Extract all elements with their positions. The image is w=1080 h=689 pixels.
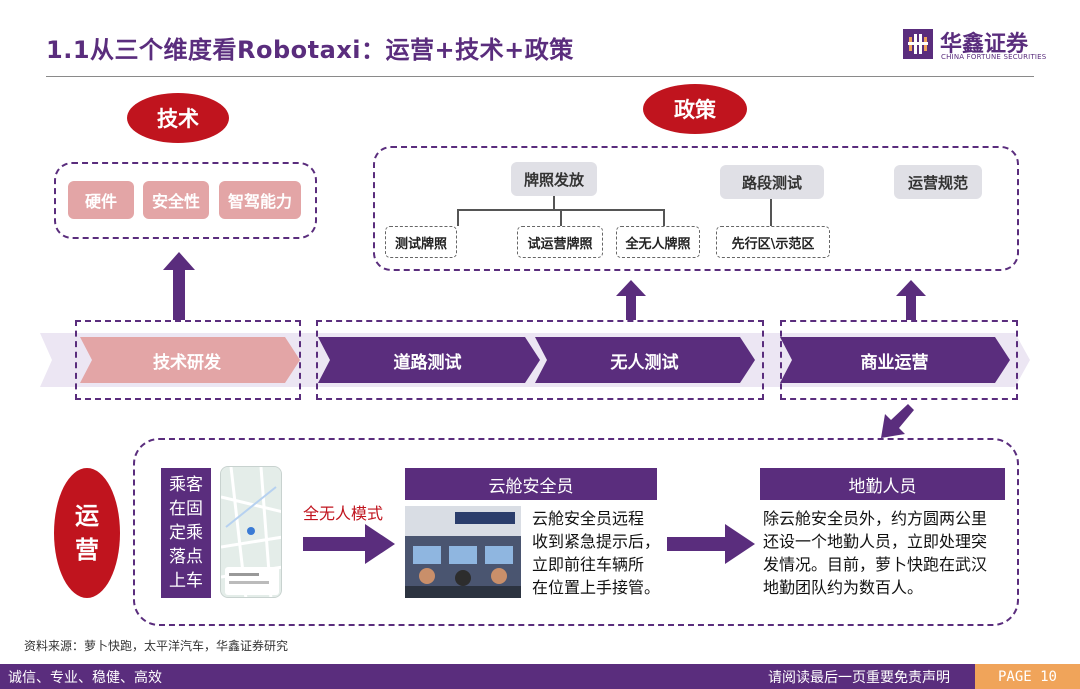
tree-connector xyxy=(663,209,665,226)
stage-driverless-test: 无人测试 xyxy=(610,352,679,373)
safety-officer-text: 云舱安全员远程 收到紧急提示后， 立即前往车辆所 在位置上手接管。 xyxy=(532,507,660,599)
tree-connector xyxy=(560,209,562,226)
operation-label-1: 运 xyxy=(75,502,99,530)
arrow-up-icon xyxy=(896,280,926,320)
policy-item-driverless-license: 全无人牌照 xyxy=(616,226,700,258)
tree-connector xyxy=(457,209,459,226)
policy-oval: 政策 xyxy=(643,84,747,134)
ground-staff-line: 发情况。目前，萝卜快跑在武汉 xyxy=(763,555,988,574)
stage-road-test: 道路测试 xyxy=(393,352,462,373)
ground-staff-line: 地勤团队约为数百人。 xyxy=(763,578,924,597)
safety-officer-line: 立即前往车辆所 xyxy=(532,555,645,574)
operation-oval: 运 营 xyxy=(54,468,120,598)
phone-map-image xyxy=(220,466,282,598)
tech-item-safety: 安全性 xyxy=(143,181,209,219)
mode-label: 全无人模式 xyxy=(303,504,384,523)
policy-group-operation-rules: 运营规范 xyxy=(894,165,982,199)
tree-connector xyxy=(553,196,555,210)
policy-group-license: 牌照发放 xyxy=(511,162,597,196)
passenger-line: 落点 xyxy=(169,547,203,567)
ground-staff-header: 地勤人员 xyxy=(760,468,1005,500)
stage-band xyxy=(40,333,1030,387)
tech-container xyxy=(54,162,317,239)
stage-rnd: 技术研发 xyxy=(153,352,221,373)
safety-officer-line: 收到紧急提示后， xyxy=(532,532,661,551)
safety-officer-header: 云舱安全员 xyxy=(405,468,657,500)
ground-staff-text: 除云舱安全员外，约方圆两公里 还设一个地勤人员，立即处理突 发情况。目前，萝卜快… xyxy=(763,507,987,599)
company-name: 华鑫证券 xyxy=(940,32,1029,57)
passenger-panel: 乘客 在固 定乘 落点 上车 xyxy=(161,468,211,598)
passenger-line: 在固 xyxy=(169,499,203,519)
footer-slogan: 诚信、专业、稳健、高效 xyxy=(8,670,162,686)
arrow-right-icon xyxy=(303,524,395,564)
policy-item-test-license: 测试牌照 xyxy=(385,226,457,258)
passenger-line: 上车 xyxy=(169,571,203,591)
tree-connector xyxy=(770,199,772,226)
footer-bar xyxy=(0,664,1080,689)
footer-disclaimer-link[interactable]: 请阅读最后一页重要免责声明 xyxy=(768,670,950,686)
arrow-down-left-icon xyxy=(881,404,914,438)
arrow-up-icon xyxy=(616,280,646,320)
safety-officer-line: 云舱安全员远程 xyxy=(532,509,645,528)
stage-commercial: 商业运营 xyxy=(860,352,929,373)
policy-container xyxy=(373,146,1019,271)
tech-oval: 技术 xyxy=(127,93,229,143)
policy-item-trial-license: 试运营牌照 xyxy=(517,226,603,258)
page-title: 1.1从三个维度看Robotaxi：运营+技术+政策 xyxy=(46,36,574,64)
page-number: PAGE 10 xyxy=(975,664,1080,689)
passenger-line: 乘客 xyxy=(169,475,203,495)
arrow-right-icon xyxy=(667,524,755,564)
tech-item-hardware: 硬件 xyxy=(68,181,134,219)
safety-officer-line: 在位置上手接管。 xyxy=(532,578,661,597)
ground-staff-line: 除云舱安全员外，约方圆两公里 xyxy=(763,509,988,528)
stage-frame-tech xyxy=(75,320,301,400)
company-name-en: CHINA FORTUNE SECURITIES xyxy=(941,53,1047,61)
company-logo-icon xyxy=(903,29,933,59)
ground-staff-line: 还设一个地勤人员，立即处理突 xyxy=(763,532,988,551)
control-room-photo xyxy=(405,506,521,598)
policy-item-pilot-zone: 先行区\示范区 xyxy=(716,226,830,258)
stage-frame-policy xyxy=(316,320,764,400)
passenger-line: 定乘 xyxy=(169,523,203,543)
arrow-up-icon xyxy=(163,252,195,320)
policy-group-road-test: 路段测试 xyxy=(720,165,824,199)
operation-container xyxy=(133,438,1019,626)
tech-item-driving: 智驾能力 xyxy=(219,181,301,219)
source-note: 资料来源：萝卜快跑，太平洋汽车，华鑫证券研究 xyxy=(24,639,289,653)
title-divider xyxy=(46,76,1034,77)
stage-frame-operation xyxy=(780,320,1018,400)
operation-label-2: 营 xyxy=(75,536,99,564)
